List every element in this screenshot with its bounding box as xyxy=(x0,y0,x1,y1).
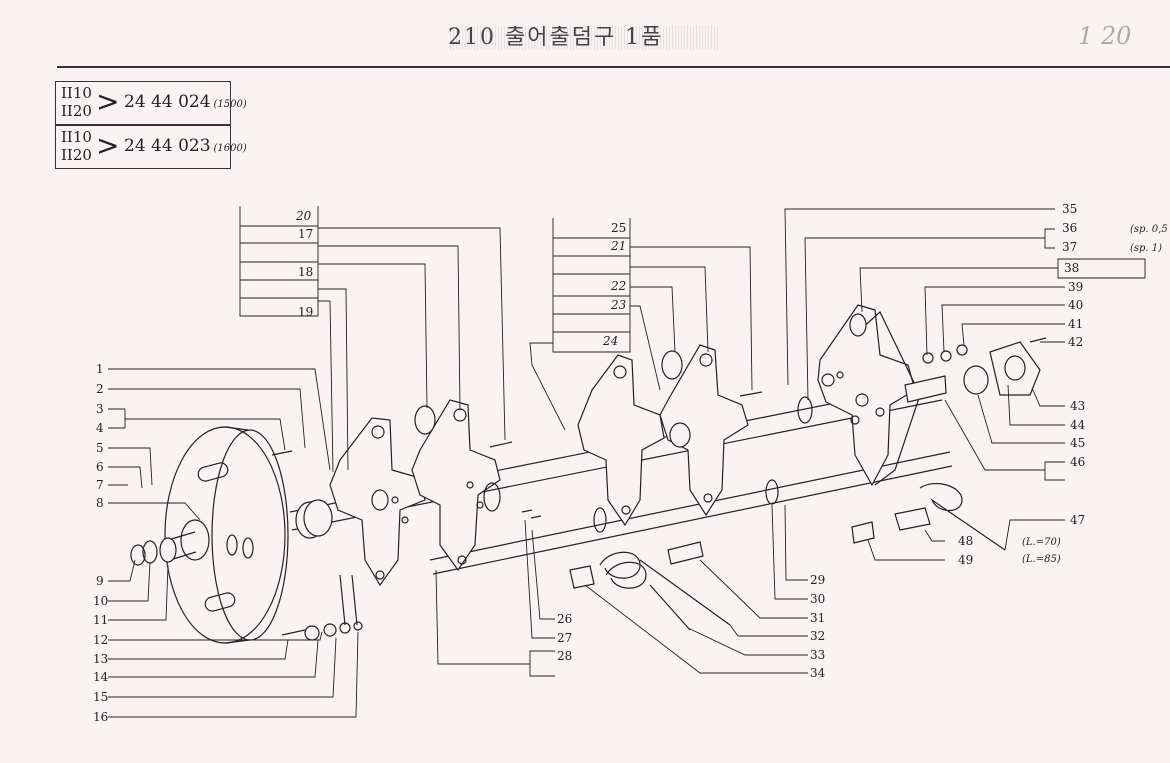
callout-label: 21 xyxy=(610,239,626,253)
callout-label: 40 xyxy=(1068,298,1083,312)
callout-label: 48 xyxy=(958,534,973,548)
callout-label: 22 xyxy=(610,279,626,293)
callout-label: 13 xyxy=(93,652,108,666)
callout-label: 38 xyxy=(1064,261,1079,275)
callout-label: 19 xyxy=(298,305,313,319)
header-rule xyxy=(57,66,1170,68)
callout-label: 10 xyxy=(93,594,108,608)
callout-label: 43 xyxy=(1070,399,1085,413)
model-code: II20 xyxy=(61,146,92,164)
part-number: 24 44 024 xyxy=(124,92,211,112)
callout-label: 49 xyxy=(958,553,973,567)
callout-label: 46 xyxy=(1070,455,1085,469)
callout-label: 37 xyxy=(1062,240,1077,254)
callout-label: 47 xyxy=(1070,513,1085,527)
callout-label: 24 xyxy=(602,334,618,348)
callout-label: 4 xyxy=(96,421,104,435)
model-box-1500: II10 II20 > 24 44 024(1500) xyxy=(55,81,247,125)
callout-label: 42 xyxy=(1068,335,1083,349)
callout-label: 12 xyxy=(93,633,108,647)
callout-label: 20 xyxy=(295,209,312,223)
callout-label: 25 xyxy=(611,221,626,235)
page-header-title: 210 출어출덤구 1품 xyxy=(448,26,718,50)
callout-label: 1 xyxy=(96,362,104,376)
callout-label: 34 xyxy=(810,666,826,680)
callout-label: 6 xyxy=(96,460,104,474)
note-thickness-05: (sp. 0,5 xyxy=(1130,224,1168,235)
callout-label: 33 xyxy=(810,648,825,662)
callout-label: 23 xyxy=(610,298,627,312)
callout-label: 29 xyxy=(810,573,825,587)
callout-label: 8 xyxy=(96,496,104,510)
note-length-85: (L.=85) xyxy=(1022,554,1061,565)
callout-label: 14 xyxy=(93,670,109,684)
callout-label: 31 xyxy=(810,611,825,625)
callout-label: 9 xyxy=(96,574,104,588)
callout-label: 39 xyxy=(1068,280,1083,294)
callout-label: 2 xyxy=(96,382,104,396)
part-length: (1600) xyxy=(213,143,247,154)
part-number: 24 44 023 xyxy=(124,136,211,156)
model-box-1600: II10 II20 > 24 44 023(1600) xyxy=(55,125,247,169)
brace-icon: > xyxy=(96,129,120,162)
brace-icon: > xyxy=(96,85,120,118)
page-number: 1 20 xyxy=(1078,22,1132,50)
callout-label: 3 xyxy=(96,402,104,416)
model-code: II20 xyxy=(61,102,92,120)
callout-label: 18 xyxy=(298,265,313,279)
callout-label: 27 xyxy=(557,631,572,645)
callout-label: 17 xyxy=(298,227,313,241)
callout-label: 5 xyxy=(96,441,104,455)
part-length: (1500) xyxy=(213,99,247,110)
callout-label: 30 xyxy=(810,592,825,606)
note-thickness-1: (sp. 1) xyxy=(1130,243,1162,254)
callout-label: 26 xyxy=(557,612,572,626)
model-code: II10 xyxy=(61,128,92,146)
callout-label: 45 xyxy=(1070,436,1085,450)
model-code: II10 xyxy=(61,84,92,102)
callout-label: 15 xyxy=(93,690,108,704)
callout-label: 28 xyxy=(557,649,572,663)
note-length-70: (L.=70) xyxy=(1022,537,1061,548)
callout-label: 7 xyxy=(96,478,104,492)
callout-label: 11 xyxy=(93,613,108,627)
callout-label: 41 xyxy=(1068,317,1083,331)
callout-label: 16 xyxy=(93,710,108,724)
callout-label: 36 xyxy=(1062,221,1077,235)
callout-label: 35 xyxy=(1062,202,1077,216)
callout-label: 44 xyxy=(1070,418,1086,432)
callout-label: 32 xyxy=(810,629,825,643)
